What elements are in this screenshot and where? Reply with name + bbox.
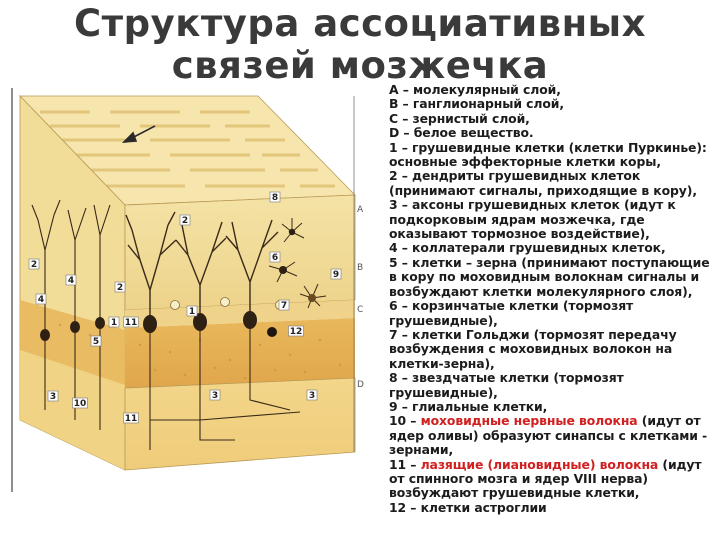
callout-number: 12 — [288, 325, 304, 337]
layer-letter: A — [357, 205, 364, 215]
legend-item-text: 11 – — [389, 456, 421, 472]
top-face-stripes — [40, 110, 335, 188]
callout-number: 2 — [114, 281, 126, 293]
legend-item: 10 – моховидные нервные волокна (идут от… — [389, 414, 719, 457]
legend-item: D – белое вещество. — [389, 126, 719, 140]
legend-item-text: D – белое вещество. — [389, 125, 534, 141]
callout-label: 11 — [125, 318, 138, 328]
callout-label: 7 — [281, 301, 287, 311]
legend-item-text: 4 – коллатерали грушевидных клеток, — [389, 240, 666, 256]
callout-number: 9 — [330, 268, 342, 280]
callout-label: 11 — [125, 414, 138, 424]
legend-item: 7 – клетки Гольджи (тормозят передачу во… — [389, 326, 719, 371]
callout-number: 11 — [123, 412, 139, 424]
legend-item-text: 5 – клетки – зерна (принимают поступающи… — [389, 254, 714, 299]
granular-layer — [125, 318, 355, 388]
callout-number: 4 — [65, 274, 77, 286]
legend-item-rest: (идут от ядер оливы) образуют синапсы с … — [389, 413, 712, 458]
layer-letters: A B C D — [357, 205, 364, 390]
legend-item: 9 – глиальные клетки, — [389, 398, 719, 414]
legend-item-text: 7 – клетки Гольджи (тормозят передачу во… — [389, 326, 681, 371]
callout-label: 2 — [31, 260, 37, 270]
legend-item: 3 – аксоны грушевидных клеток (идут к по… — [389, 198, 719, 241]
legend-item-text: B – ганглионарный слой, — [389, 96, 564, 112]
callout-number: 10 — [72, 397, 88, 409]
title-line-1: Структура ассоциативных — [74, 2, 646, 45]
legend-item: 4 – коллатерали грушевидных клеток, — [389, 241, 719, 255]
callout-number: 5 — [90, 335, 102, 347]
legend-item-text: 12 – клетки астроглии — [389, 499, 547, 515]
callout-label: 10 — [74, 399, 87, 409]
legend: A – молекулярный слой,B – ганглионарный … — [389, 82, 719, 515]
callout-label: 4 — [38, 295, 44, 305]
callout-number: 2 — [28, 258, 40, 270]
legend-item: 12 – клетки астроглии — [389, 499, 719, 515]
legend-item: B – ганглионарный слой, — [389, 97, 719, 111]
callout-label: 8 — [272, 193, 278, 203]
side-neurons — [31, 199, 111, 430]
legend-item-text: 9 – глиальные клетки, — [389, 398, 548, 414]
layer-letter: C — [357, 305, 363, 315]
callout-label: 3 — [50, 392, 56, 402]
callout-number: 6 — [269, 251, 281, 263]
callout-label: 6 — [272, 253, 278, 263]
purkinje-cell-bodies — [143, 311, 257, 333]
legend-item-text: 10 – — [389, 413, 421, 429]
legend-item-highlight: лазящие (лиановидные) волокна — [420, 456, 659, 472]
legend-item-rest: (идут от спинного мозга и ядер VIII нерв… — [389, 456, 706, 501]
legend-item-highlight: моховидные нервные волокна — [420, 413, 638, 429]
callout-number: 2 — [179, 214, 191, 226]
molecular-layer — [124, 194, 356, 311]
purkinje-axons — [149, 329, 301, 450]
callout-label: 4 — [68, 276, 74, 286]
callout-label: 1 — [111, 318, 117, 328]
callout-label: 12 — [290, 327, 303, 337]
callout-number: 3 — [47, 390, 59, 402]
callout-label: 5 — [93, 337, 99, 347]
legend-item-text: 6 – корзинчатые клетки (тормозят грушеви… — [389, 298, 638, 328]
callout-number: 3 — [306, 389, 318, 401]
legend-item: 5 – клетки – зерна (принимают поступающи… — [389, 254, 719, 299]
callout-label: 1 — [189, 307, 195, 317]
legend-item: C – зернистый слой, — [389, 110, 719, 126]
astroglia-cell — [267, 327, 277, 337]
legend-item: 11 – лазящие (лиановидные) волокна (идут… — [389, 456, 719, 501]
callout-number: 8 — [269, 191, 281, 203]
legend-item: 6 – корзинчатые клетки (тормозят грушеви… — [389, 298, 719, 328]
side-neuron-bodies — [40, 317, 105, 341]
granule-speckles — [58, 323, 342, 380]
purkinje-dendrites-front — [125, 211, 279, 320]
callout-number: 11 — [123, 316, 139, 328]
callout-label: 3 — [212, 391, 218, 401]
callout-label: 2 — [117, 283, 123, 293]
callout-label: 3 — [309, 391, 315, 401]
callout-number: 1 — [108, 316, 120, 328]
legend-item-text: 3 – аксоны грушевидных клеток (идут к по… — [389, 197, 680, 242]
legend-item-text: 2 – дендриты грушевидных клеток (принима… — [389, 168, 697, 198]
callout-number: 4 — [35, 293, 47, 305]
layer-letter: D — [357, 380, 364, 390]
legend-item-text: C – зернистый слой, — [389, 110, 530, 126]
title-line-2: связей мозжечка — [171, 44, 549, 87]
callout-number: 1 — [186, 305, 198, 317]
callout-number: 7 — [278, 299, 290, 311]
white-matter — [124, 377, 356, 471]
legend-item-text: 1 – грушевидные клетки (клетки Пуркинье)… — [389, 139, 711, 170]
legend-item: 2 – дендриты грушевидных клеток (принима… — [389, 169, 719, 198]
direction-arrow — [121, 125, 156, 143]
legend-item-text: A – молекулярный слой, — [389, 82, 561, 97]
legend-item: A – молекулярный слой, — [389, 82, 719, 97]
legend-item: 8 – звездчатые клетки (тормозят грушевид… — [389, 370, 719, 400]
callout-label: 2 — [182, 216, 188, 226]
small-cells — [268, 218, 327, 309]
callout-label: 9 — [333, 270, 339, 280]
legend-item-text: 8 – звездчатые клетки (тормозят грушевид… — [389, 370, 628, 400]
legend-item: 1 – грушевидные клетки (клетки Пуркинье)… — [389, 139, 719, 170]
callout-number: 3 — [209, 389, 221, 401]
ganglionic-layer — [125, 300, 355, 328]
layer-letter: B — [357, 263, 363, 273]
